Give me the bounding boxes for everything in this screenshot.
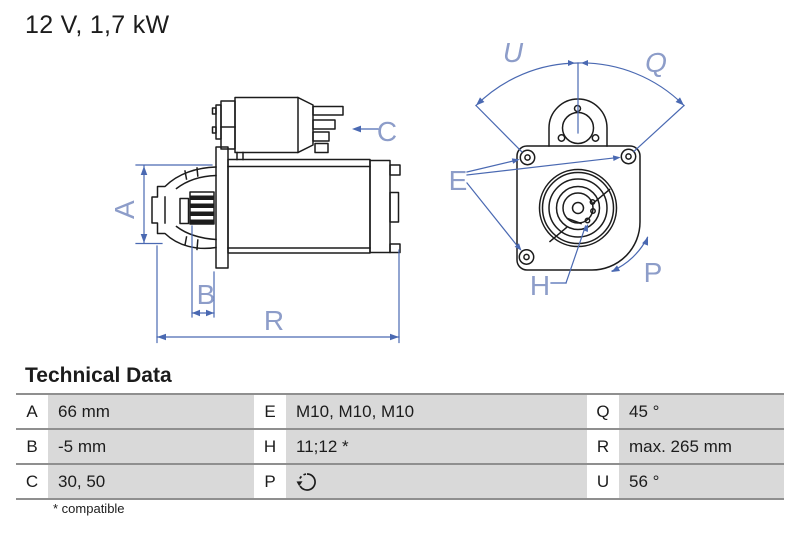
spec-value-p <box>286 465 587 498</box>
spec-value-c: 30, 50 <box>48 465 254 498</box>
spec-value-a: 66 mm <box>48 395 254 428</box>
spec-value-e: M10, M10, M10 <box>286 395 587 428</box>
dim-label-e: E <box>449 165 468 196</box>
spec-key-e: E <box>264 401 276 421</box>
dim-label-c: C <box>377 116 397 147</box>
technical-drawing: A B R C <box>109 37 685 344</box>
dim-label-h: H <box>530 270 550 301</box>
table-title: Technical Data <box>25 364 172 387</box>
spec-value-u: 56 ° <box>619 465 784 498</box>
technical-data-table: A 66 mm E M10, M10, M10 Q 45 ° B -5 mm H… <box>16 393 784 500</box>
table-row: B -5 mm H 11;12 * R max. 265 mm <box>16 430 784 465</box>
spec-key-r: R <box>596 436 610 456</box>
spec-key-u: U <box>596 471 610 491</box>
dim-label-u: U <box>503 37 524 68</box>
dim-label-a: A <box>109 200 140 219</box>
spec-key-c: C <box>25 471 39 491</box>
rotation-ccw-icon <box>296 472 316 491</box>
side-view-dimensions: A B R C <box>109 116 400 344</box>
table-footnote: * compatible <box>53 501 125 516</box>
table-row: A 66 mm E M10, M10, M10 Q 45 ° <box>16 395 784 430</box>
dim-label-r: R <box>264 305 284 336</box>
spec-key-b: B <box>26 436 38 456</box>
spec-value-r: max. 265 mm <box>619 430 784 463</box>
spec-value-h: 11;12 * <box>286 430 587 463</box>
table-row: C 30, 50 P U 56 ° <box>16 465 784 500</box>
side-view-drawing <box>151 96 401 269</box>
front-view-dimensions: U Q E H P <box>449 37 685 301</box>
dim-label-p: P <box>644 257 663 288</box>
spec-key-p: P <box>264 471 276 491</box>
spec-value-q: 45 ° <box>619 395 784 428</box>
spec-key-a: A <box>26 401 38 421</box>
spec-key-q: Q <box>596 401 610 421</box>
dim-label-q: Q <box>645 47 667 78</box>
dim-label-b: B <box>197 279 216 310</box>
spec-key-h: H <box>263 436 277 456</box>
spec-value-b: -5 mm <box>48 430 254 463</box>
page-title: 12 V, 1,7 kW <box>25 11 170 39</box>
